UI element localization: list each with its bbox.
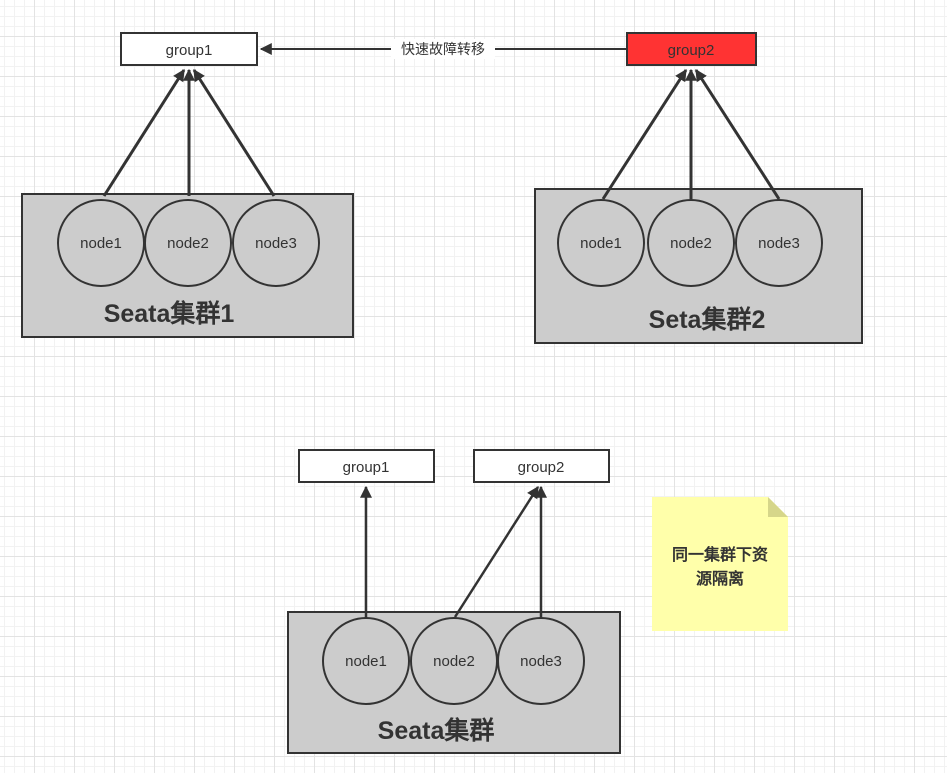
bottom-node2-label: node2 — [433, 653, 475, 670]
failover-label-background — [391, 39, 495, 59]
note-line2: 源隔离 — [696, 569, 744, 588]
bottom-diagram: group1 group2 node1 node2 node3 Seata集群 — [287, 449, 621, 754]
bottom-node3-circle[interactable] — [497, 617, 585, 705]
top-left-node2-label: node2 — [167, 235, 209, 252]
seata-cluster-label: Seata集群 — [378, 716, 495, 745]
failover-edge: 快速故障转移 — [259, 39, 627, 59]
bottom-group2-label: group2 — [518, 459, 565, 476]
top-right-node3-circle[interactable] — [735, 199, 823, 287]
top-left-node1-label: node1 — [80, 235, 122, 252]
top-left-diagram: group1 node1 node2 node3 Seata集群1 — [21, 32, 354, 338]
bottom-node3-label: node3 — [520, 653, 562, 670]
top-left-node3-circle[interactable] — [232, 199, 320, 287]
top-left-node3-label: node3 — [255, 235, 297, 252]
top-right-node1-label: node1 — [580, 235, 622, 252]
top-right-edge-node1-group2 — [601, 68, 688, 200]
top-right-node2-label: node2 — [670, 235, 712, 252]
top-right-group2-box[interactable] — [626, 32, 757, 66]
bottom-node1-circle[interactable] — [322, 617, 410, 705]
seata-cluster1-label: Seata集群1 — [104, 299, 235, 328]
note-line1: 同一集群下资 — [672, 545, 768, 564]
resource-isolation-note: 同一集群下资 源隔离 — [652, 497, 788, 631]
bottom-group1-box[interactable] — [298, 449, 435, 483]
top-right-diagram: group2 node1 node2 node3 Seta集群2 — [534, 32, 863, 344]
bottom-edge-node2-group2 — [453, 485, 540, 618]
note-body[interactable] — [652, 497, 788, 631]
top-right-node2-circle[interactable] — [647, 199, 735, 287]
bottom-node1-label: node1 — [345, 653, 387, 670]
top-right-group2-label: group2 — [668, 42, 715, 59]
top-left-edge-node3-group1 — [192, 68, 276, 197]
top-left-group1-label: group1 — [166, 42, 213, 59]
bottom-group1-label: group1 — [343, 459, 390, 476]
failover-label: 快速故障转移 — [401, 41, 485, 57]
bottom-group2-box[interactable] — [473, 449, 610, 483]
top-left-edge-node1-group1 — [102, 68, 186, 197]
top-right-node1-circle[interactable] — [557, 199, 645, 287]
note-fold — [768, 497, 788, 517]
top-left-group1-box[interactable] — [120, 32, 258, 66]
top-left-node2-circle[interactable] — [144, 199, 232, 287]
top-right-node3-label: node3 — [758, 235, 800, 252]
seta-cluster2-label: Seta集群2 — [649, 305, 766, 334]
top-right-edge-node3-group2 — [694, 68, 781, 200]
